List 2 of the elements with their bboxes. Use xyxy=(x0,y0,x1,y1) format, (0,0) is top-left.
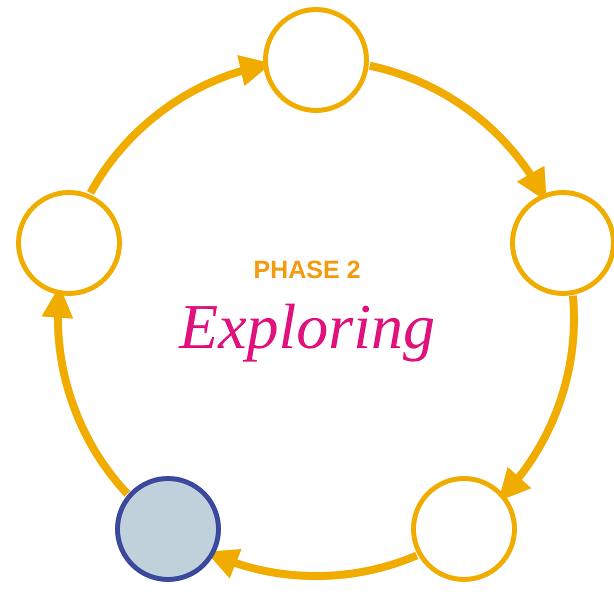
phase-heading: PHASE 2 xyxy=(254,256,360,285)
phase-name: Exploring xyxy=(179,290,435,364)
